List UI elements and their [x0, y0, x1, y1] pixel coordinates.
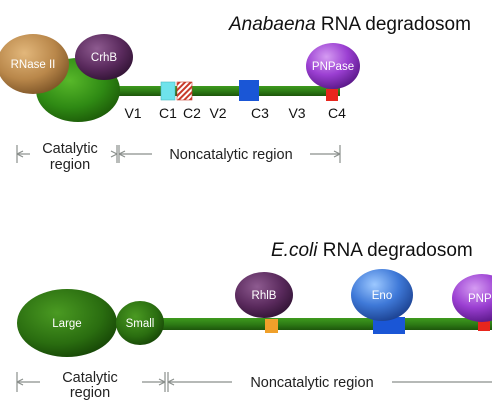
anabaena-catalytic-line2: region — [50, 157, 90, 173]
crhb-label: CrhB — [91, 52, 118, 64]
ecoli-catalytic-line2: region — [70, 385, 110, 400]
pnp-label: PNP — [468, 293, 492, 305]
ecoli-title: E.coli RNA degradosom — [271, 240, 473, 261]
small-subunit — [116, 301, 164, 345]
anabaena-section: Anabaena RNA degradosom RNase II CrhB PN… — [0, 14, 471, 173]
pnp-binding-site — [478, 319, 490, 331]
anabaena-catalytic-line1: Catalytic — [42, 141, 98, 157]
pnpase-label: PNPase — [312, 61, 354, 73]
rhlb-protein — [235, 272, 293, 318]
segment-label-v2: V2 — [209, 105, 226, 121]
c3-site — [239, 80, 259, 101]
eno-label: Eno — [372, 290, 392, 302]
small-label: Small — [126, 318, 155, 330]
segment-label-v1: V1 — [124, 105, 141, 121]
segment-label-v3: V3 — [288, 105, 305, 121]
ecoli-section: E.coli RNA degradosom Large Small RhlB E… — [16, 240, 492, 400]
anabaena-catalytic-bracket — [16, 145, 118, 163]
c2-site — [176, 81, 193, 101]
eno-protein — [351, 269, 413, 321]
anabaena-backbone — [108, 86, 340, 96]
ecoli-catalytic-line1: Catalytic — [62, 370, 118, 386]
rnase-ii-label: RNase II — [11, 59, 56, 71]
c4-site — [326, 89, 338, 101]
c1-site — [160, 81, 176, 101]
pnp-protein — [452, 274, 492, 322]
anabaena-noncatalytic-label: Noncatalytic region — [169, 147, 292, 163]
anabaena-noncatalytic-bracket — [118, 145, 341, 163]
large-label: Large — [52, 318, 81, 330]
segment-label-c1: C1 — [159, 105, 177, 121]
ecoli-noncatalytic-label: Noncatalytic region — [250, 375, 373, 391]
anabaena-title: Anabaena RNA degradosom — [228, 14, 471, 35]
crhb-protein — [75, 34, 133, 80]
ecoli-noncatalytic-bracket — [167, 372, 492, 392]
segment-label-c3: C3 — [251, 105, 269, 121]
segment-label-c2: C2 — [183, 105, 201, 121]
large-subunit — [17, 289, 117, 357]
rnase-ii-protein — [0, 34, 69, 94]
segment-label-c4: C4 — [328, 105, 346, 121]
ecoli-catalytic-bracket — [16, 372, 166, 392]
eno-binding-site — [373, 317, 405, 334]
rhlb-label: RhlB — [252, 290, 277, 302]
rhlb-binding-site — [265, 319, 278, 333]
ecoli-backbone — [150, 318, 492, 330]
pnpase-protein — [306, 43, 360, 89]
